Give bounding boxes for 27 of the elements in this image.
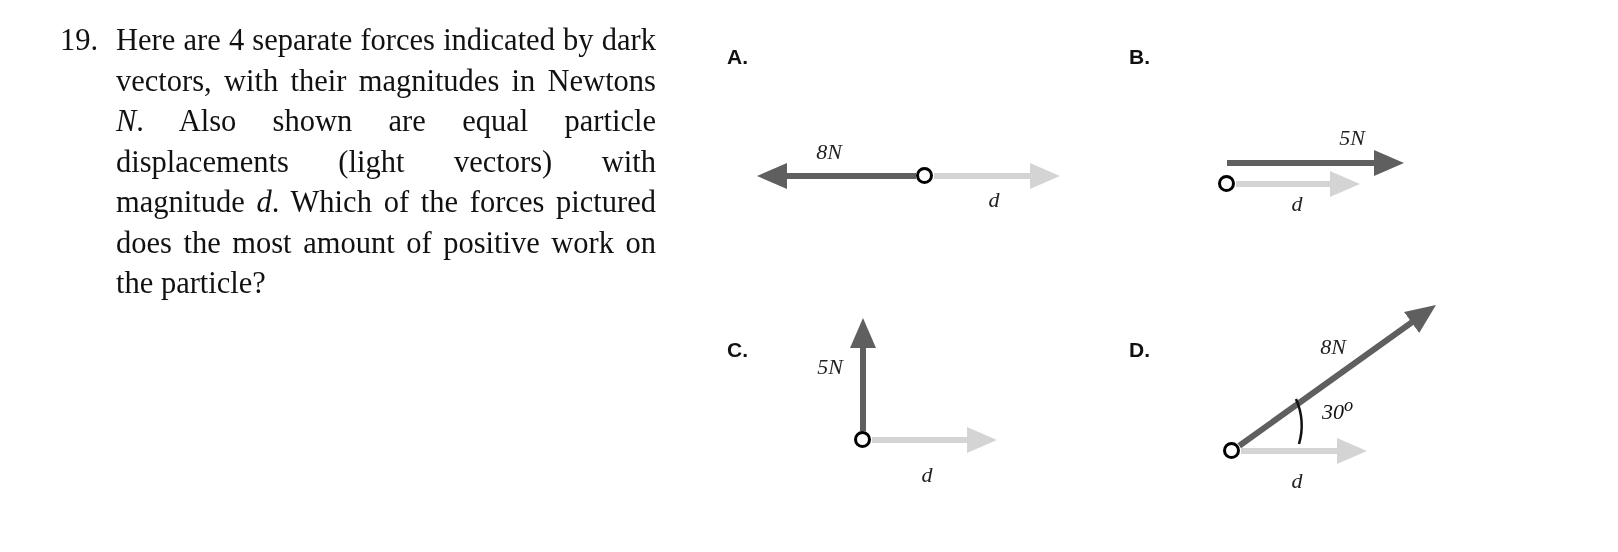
angle-label: 30$^{o}$: [1322, 394, 1354, 426]
particle-circle: [916, 167, 933, 184]
particle-circle: [1218, 175, 1235, 192]
edge-label: 8N: [816, 141, 842, 163]
question-text: Here are 4 separate forces indicated by dark vectors, with their magnitudes in Newtons N. Also shown are equal particle displacements (light vectors) with magnitude d. Which of the forces pictured does the most amount of positive work on the particle?: [116, 22, 656, 302]
edge-label: 5N: [817, 356, 843, 378]
displacement-vector: [872, 427, 997, 453]
force-vector: [850, 318, 876, 431]
edge-label: d: [988, 189, 1000, 211]
edge-label: 8N: [1320, 336, 1346, 358]
force-vector: [1237, 305, 1436, 449]
edge-label: d: [1291, 193, 1303, 215]
displacement-vector: [1241, 438, 1367, 464]
force-vector: [1227, 150, 1404, 176]
displacement-vector: [1236, 171, 1360, 197]
edge-label: d: [1291, 470, 1303, 492]
displacement-vector: [934, 163, 1060, 189]
panel-label: B.: [1129, 45, 1150, 69]
particle-circle: [854, 431, 871, 448]
edge-label: d: [921, 464, 933, 486]
panel-label: C.: [727, 338, 748, 362]
question-number: 19.: [60, 22, 99, 59]
edge-label: 5N: [1339, 127, 1365, 149]
particle-circle: [1223, 442, 1240, 459]
panel-label: A.: [727, 45, 748, 69]
panel-label: D.: [1129, 338, 1150, 362]
force-vector: [757, 163, 916, 189]
